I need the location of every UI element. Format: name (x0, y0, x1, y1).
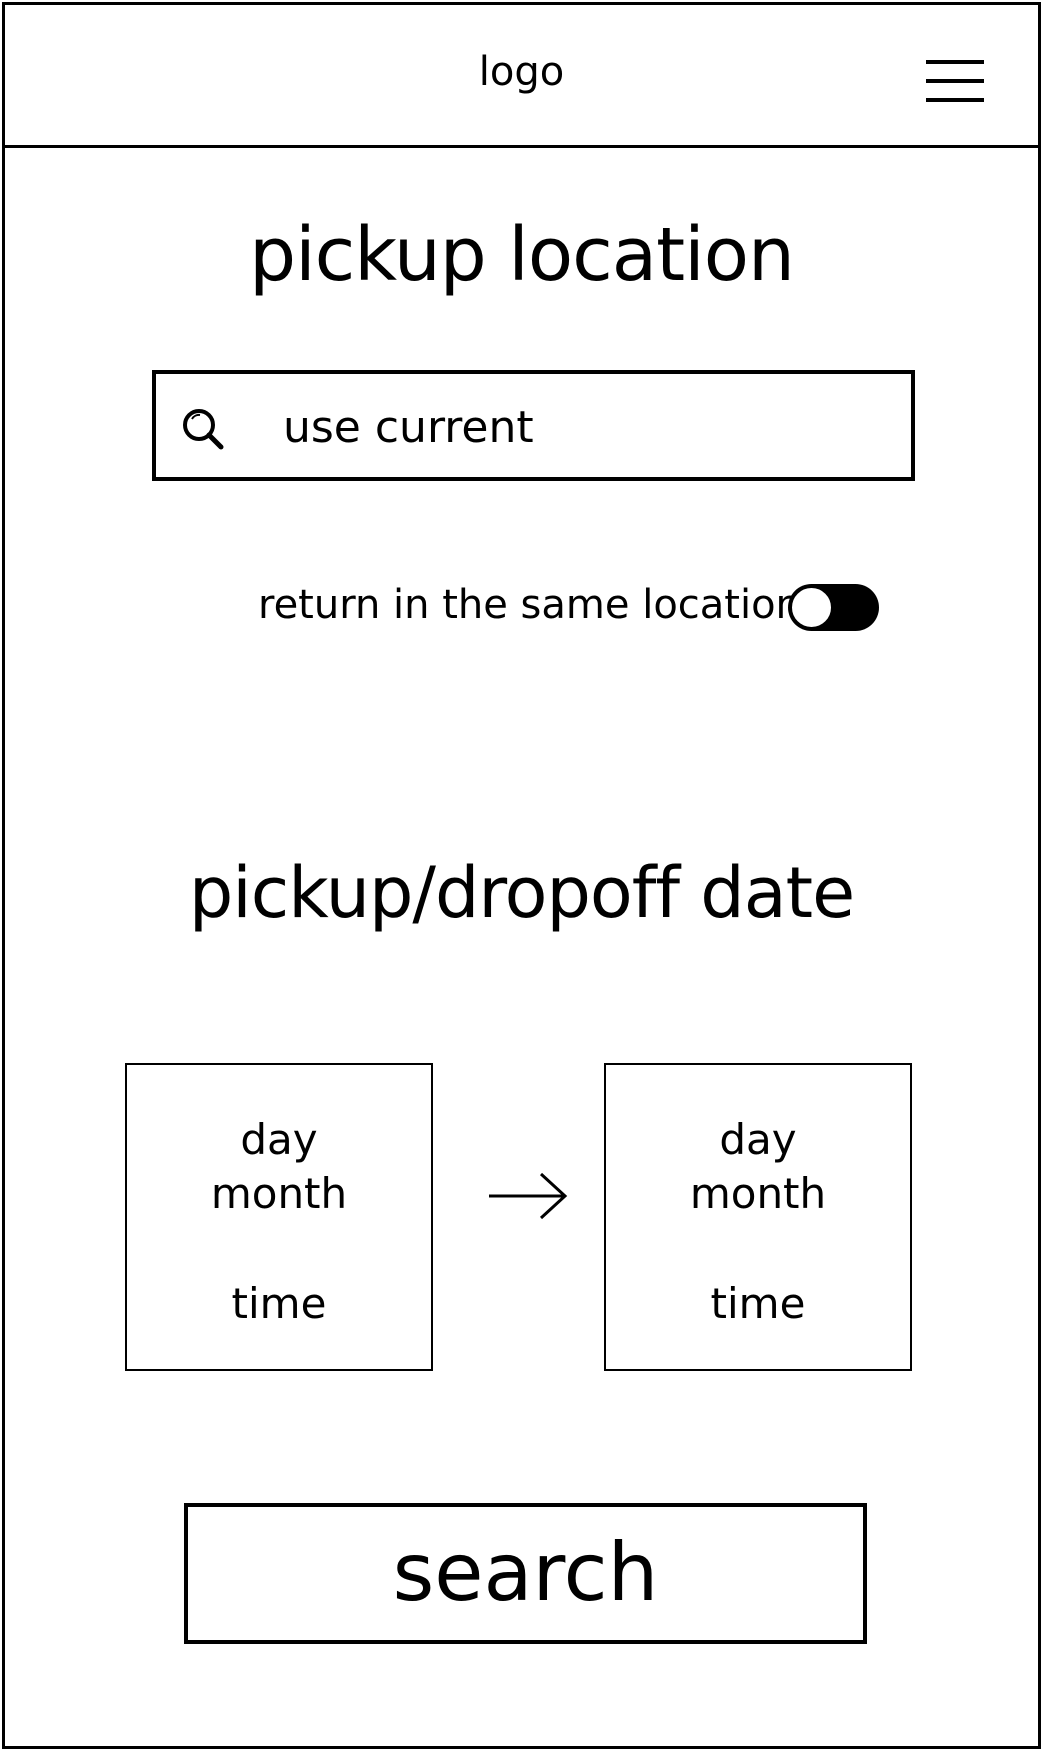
pickup-location-search-input[interactable]: use current (152, 370, 915, 481)
pickup-day: day (240, 1115, 318, 1164)
pickup-location-title: pickup location (249, 212, 795, 298)
toggle-knob (789, 585, 834, 630)
pickup-date-selector[interactable]: day month time (125, 1063, 433, 1371)
search-icon (183, 409, 224, 450)
app-header: logo (2, 2, 1041, 148)
dropoff-month: month (689, 1169, 827, 1218)
menu-line (926, 98, 984, 102)
menu-line (926, 60, 984, 64)
hamburger-menu-icon[interactable] (926, 60, 984, 102)
search-input-value: use current (283, 402, 534, 453)
pickup-time: time (231, 1279, 327, 1328)
search-button-label: search (392, 1526, 659, 1619)
logo[interactable]: logo (478, 49, 565, 95)
arrow-right-icon (489, 1172, 568, 1220)
dropoff-time: time (710, 1279, 806, 1328)
pickup-dropoff-date-title: pickup/dropoff date (188, 852, 855, 934)
menu-line (926, 79, 984, 83)
search-button[interactable]: search (184, 1503, 867, 1644)
pickup-month: month (210, 1169, 348, 1218)
return-same-location-toggle[interactable] (788, 584, 879, 631)
return-same-location-label: return in the same location (258, 582, 801, 628)
dropoff-day: day (719, 1115, 797, 1164)
dropoff-date-selector[interactable]: day month time (604, 1063, 912, 1371)
